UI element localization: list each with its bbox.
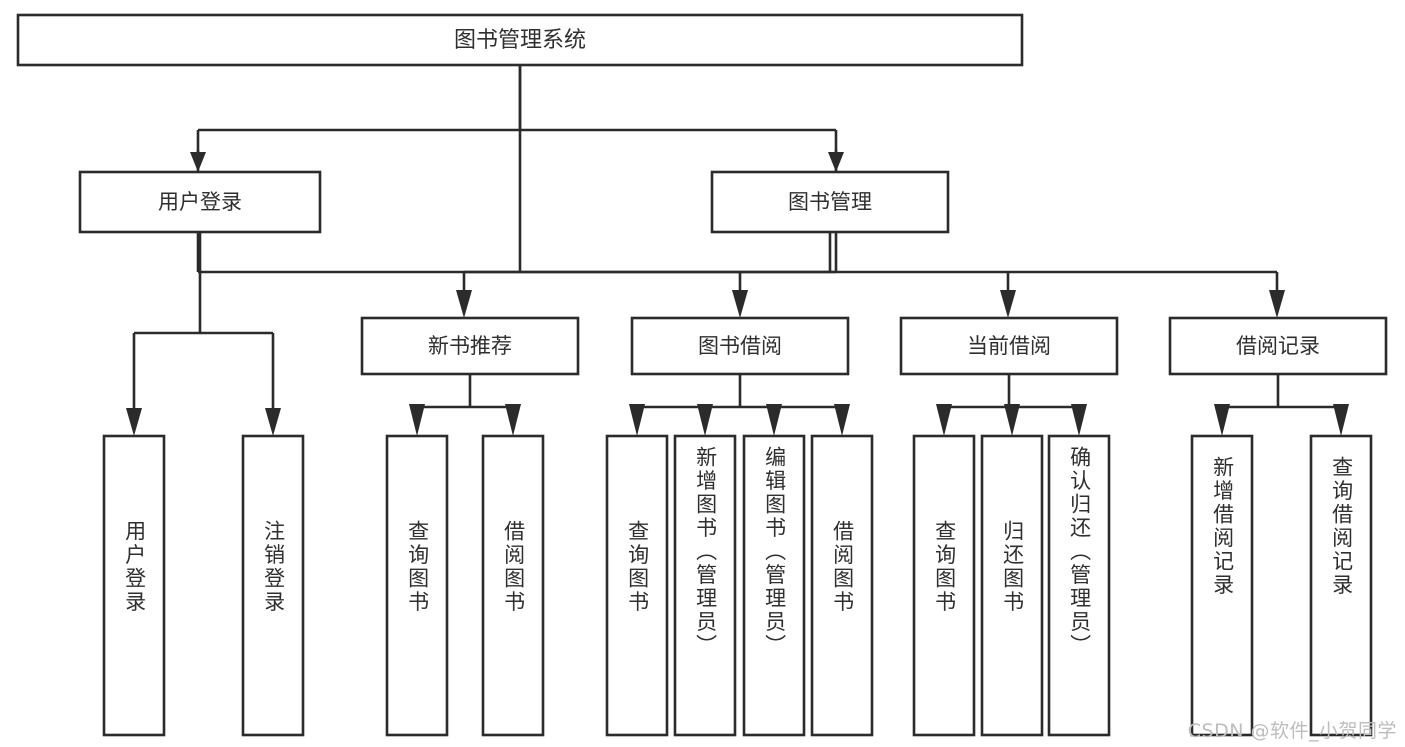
node-current-borrow[interactable]: 当前借阅: [899, 316, 1119, 376]
node-book-borrow-rect[interactable]: [630, 316, 850, 376]
leaf-query-book-3-rect[interactable]: [912, 434, 976, 737]
leaf-user-login-rect[interactable]: [102, 434, 166, 737]
arrow-to-leaf-return-book: [1004, 404, 1020, 436]
arrow-to-leaf-borrow-book-2: [834, 404, 850, 436]
arrow-to-book-manage: [828, 152, 844, 172]
node-book-manage-label: 图书管理: [788, 190, 872, 214]
arrow-to-leaf-add-book: [697, 404, 713, 436]
leaf-borrow-book-2-rect[interactable]: [810, 434, 874, 737]
connector-book-manage-to-level2: [456, 232, 1285, 318]
arrow-to-leaf-logout-login: [265, 408, 281, 436]
node-root[interactable]: 图书管理系统: [16, 13, 1024, 67]
arrow-to-current-borrow: [1000, 290, 1016, 318]
leaf-add-record-rect[interactable]: [1190, 434, 1254, 737]
arrow-to-borrow-record: [1269, 290, 1285, 318]
connector-user-login-to-leaves: [126, 232, 281, 436]
arrow-to-new-book-recommend: [456, 290, 472, 318]
leaf-query-book-1-rect[interactable]: [385, 434, 449, 737]
connector-book-borrow-to-leaves: [629, 374, 850, 436]
node-book-borrow-label: 图书借阅: [698, 334, 782, 358]
node-borrow-record-label: 借阅记录: [1236, 334, 1320, 358]
node-user-login-label: 用户登录: [158, 190, 242, 214]
node-current-borrow-rect[interactable]: [899, 316, 1119, 376]
leaf-borrow-book-1-rect[interactable]: [481, 434, 545, 737]
node-book-manage-rect[interactable]: [710, 170, 950, 234]
node-new-book-recommend-label: 新书推荐: [428, 334, 512, 358]
node-root-rect[interactable]: [16, 13, 1024, 67]
arrow-to-leaf-edit-book: [766, 404, 782, 436]
node-borrow-record-rect[interactable]: [1168, 316, 1388, 376]
connector-borrow-record-to-leaves: [1214, 374, 1349, 436]
node-new-book-recommend[interactable]: 新书推荐: [360, 316, 580, 376]
leaf-edit-book-rect[interactable]: [742, 434, 806, 737]
leaf-logout-login-rect[interactable]: [241, 434, 305, 737]
watermark: CSDN @软件_小贺同学: [1187, 720, 1397, 742]
arrow-to-leaf-query-book-1: [409, 404, 425, 436]
arrow-to-leaf-confirm-return: [1071, 404, 1087, 436]
connector-root-arrows: [190, 65, 844, 172]
arrow-to-leaf-query-book-3: [936, 404, 952, 436]
connector-current-borrow-to-leaves: [936, 374, 1087, 436]
arrow-to-book-borrow: [732, 290, 748, 318]
node-borrow-record[interactable]: 借阅记录: [1168, 316, 1388, 376]
arrow-to-leaf-query-book-2: [629, 404, 645, 436]
leaf-return-book-rect[interactable]: [980, 434, 1044, 737]
arrow-to-leaf-user-login: [126, 408, 142, 436]
node-book-borrow[interactable]: 图书借阅: [630, 316, 850, 376]
leaf-query-record-rect[interactable]: [1309, 434, 1373, 737]
connector-new-book-recommend-to-leaves: [409, 374, 521, 436]
arrow-to-leaf-borrow-book-1: [505, 404, 521, 436]
leaf-boxes: [102, 434, 1373, 737]
arrow-to-user-login: [190, 152, 206, 172]
node-new-book-recommend-rect[interactable]: [360, 316, 580, 376]
leaf-query-book-2-rect[interactable]: [605, 434, 669, 737]
arrow-to-leaf-query-record: [1333, 404, 1349, 436]
leaf-add-book-rect[interactable]: [673, 434, 737, 737]
node-user-login[interactable]: 用户登录: [78, 170, 322, 234]
leaf-confirm-return-rect[interactable]: [1047, 434, 1111, 737]
node-book-manage[interactable]: 图书管理: [710, 170, 950, 234]
node-current-borrow-label: 当前借阅: [967, 334, 1051, 358]
connector-root-to-level1: [196, 65, 838, 274]
node-root-label: 图书管理系统: [454, 28, 586, 53]
arrow-to-leaf-add-record: [1214, 404, 1230, 436]
